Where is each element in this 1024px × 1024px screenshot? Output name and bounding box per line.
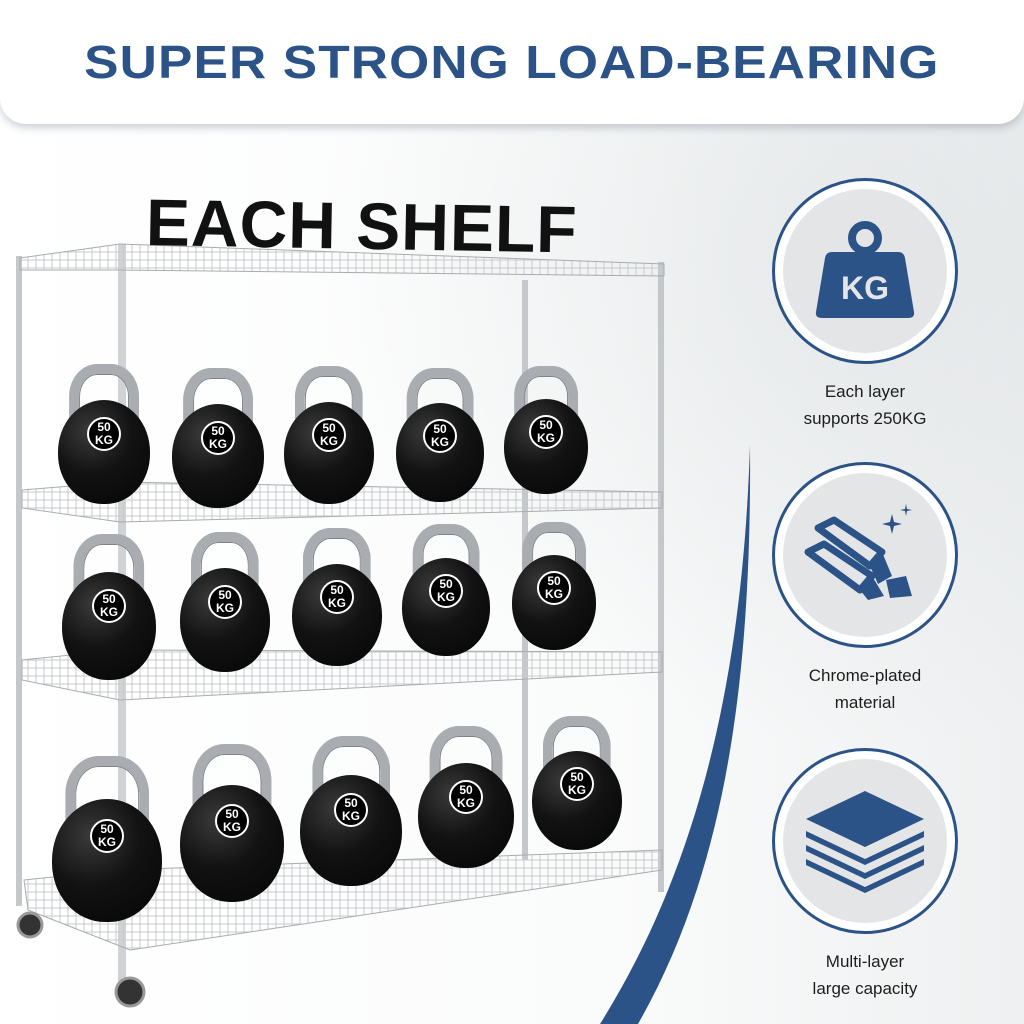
feature-icon-bg: [783, 759, 947, 923]
kettlebell-handle: [412, 524, 480, 601]
feature-icon-ring: [772, 462, 958, 648]
feature-multi-layer: Multi-layer large capacity: [770, 748, 960, 1002]
kettlebell-handle: [429, 726, 503, 809]
kettlebell-body: [418, 762, 514, 868]
kettlebell-handle: [542, 716, 612, 794]
page-title: SUPER STRONG LOAD-BEARING: [84, 36, 940, 88]
kettlebell-body: [180, 568, 270, 672]
kettlebell-handle: [183, 368, 253, 450]
each-shelf-text: EACH SHELF: [145, 185, 579, 267]
kettlebell-body: [52, 799, 162, 922]
kettlebell-handle: [73, 534, 145, 619]
layers-icon: [806, 791, 924, 893]
kettlebell-body: [284, 401, 374, 504]
kettlebell-handle: [522, 522, 586, 597]
kettlebell-body: [62, 571, 156, 680]
kettlebell-handle: [69, 364, 139, 446]
kettlebell-handle: [294, 366, 364, 447]
feature-chrome-plated: Chrome-plated material: [770, 462, 960, 716]
chrome-bars-icon: [804, 504, 912, 600]
feature-load-capacity: KG Each layer supports 250KG: [770, 178, 960, 432]
feature-caption: Multi-layer large capacity: [812, 952, 918, 998]
feature-icon-ring: [772, 748, 958, 934]
kettlebell-body: [292, 563, 382, 666]
kettlebell-handle: [514, 366, 578, 441]
feature-caption: Chrome-plated material: [808, 666, 922, 712]
kettlebell-body: [300, 775, 402, 886]
kettlebell-handle: [312, 736, 390, 823]
feature-icon-bg: KG: [783, 189, 947, 353]
kettlebell-handle: [65, 756, 149, 853]
kettlebell-handle: [302, 528, 372, 609]
feature-caption: Each layer supports 250KG: [803, 382, 927, 428]
svg-text:KG: KG: [841, 270, 889, 306]
weight-kg-icon: KG: [815, 221, 915, 318]
header-banner: SUPER STRONG LOAD-BEARING: [0, 0, 1024, 124]
feature-icon-ring: KG: [772, 178, 958, 364]
kettlebell-handle: [406, 368, 474, 446]
kettlebell-body: [180, 785, 284, 902]
feature-icon-bg: [783, 473, 947, 637]
kettlebell-handle: [190, 532, 260, 614]
kettlebell-body: [172, 404, 264, 508]
kettlebell-handle: [192, 744, 272, 836]
kettlebell-body: [58, 400, 150, 504]
